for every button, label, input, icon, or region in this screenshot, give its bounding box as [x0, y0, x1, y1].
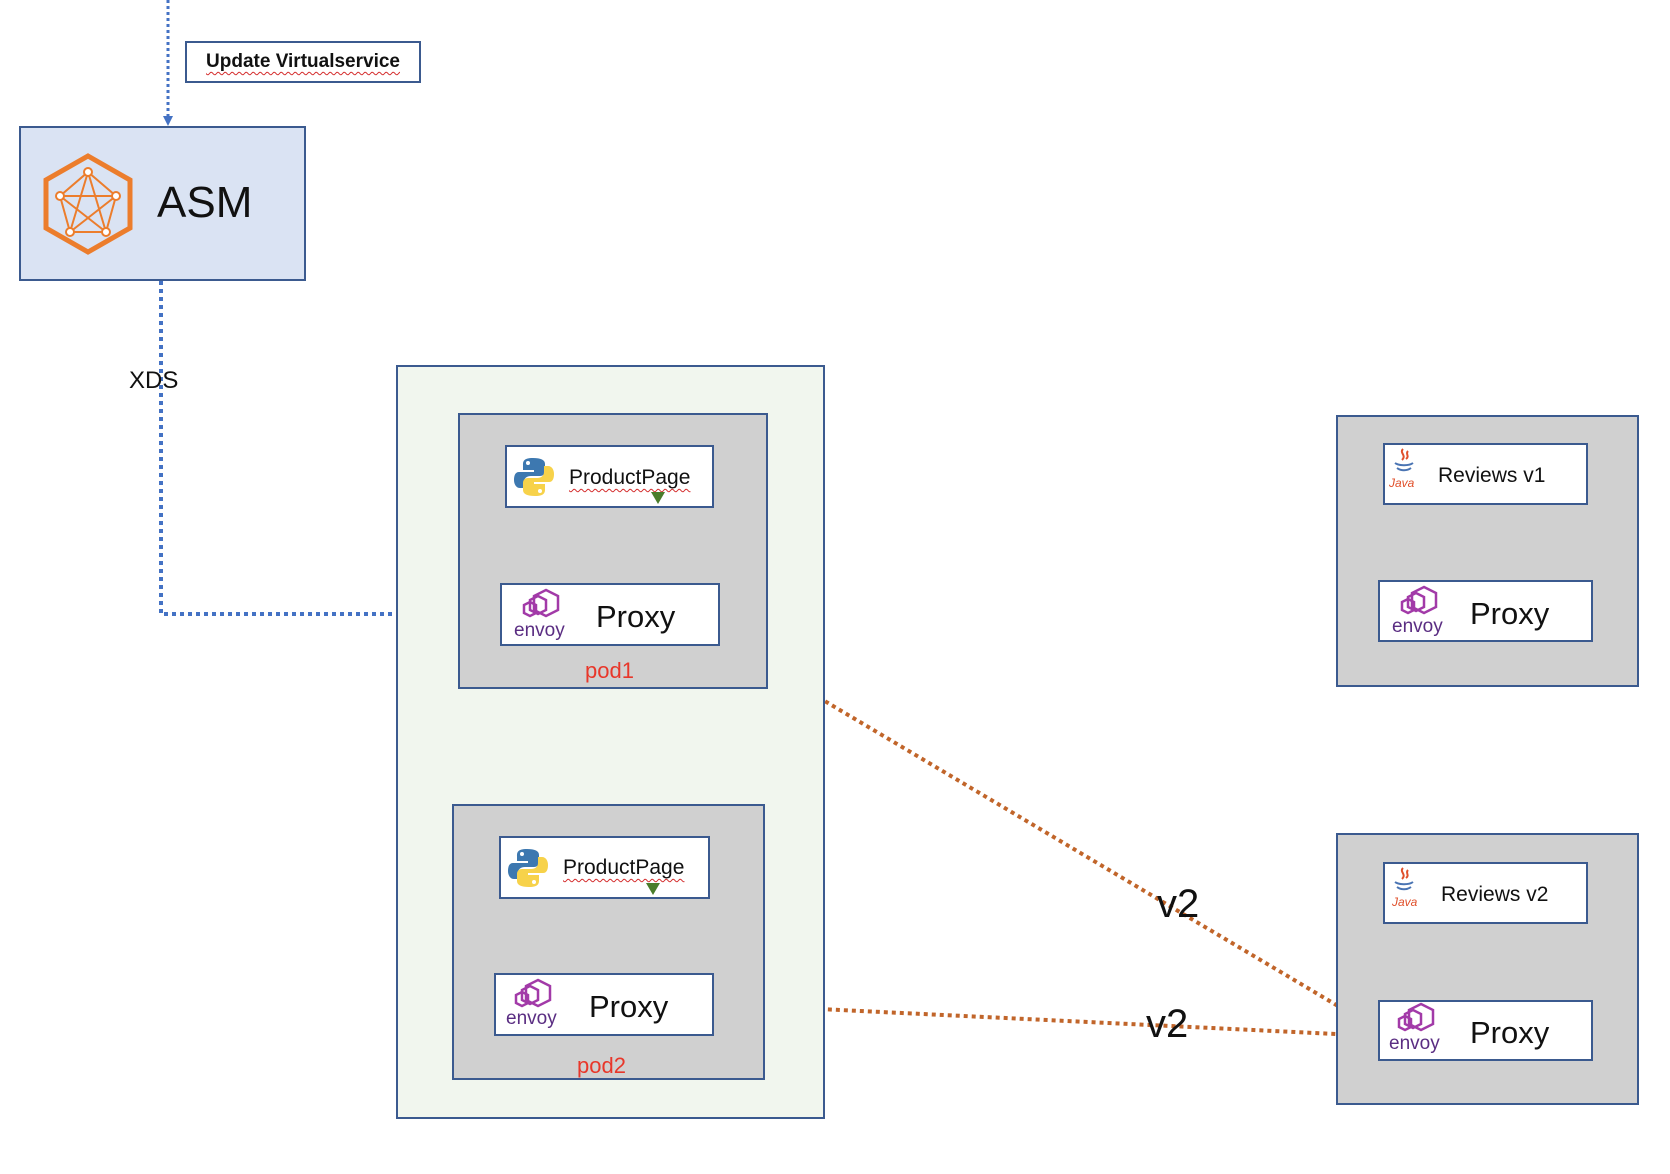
envoy-icon	[1400, 585, 1438, 615]
pod1-productpage-box	[505, 445, 714, 508]
java-icon	[1394, 867, 1414, 891]
reviews-v2-label: Reviews v2	[1441, 883, 1549, 906]
service-mesh-hexagon-icon	[43, 153, 133, 255]
pod1-proxy-label: Proxy	[596, 599, 676, 634]
route-pod2-to-reviews-v2	[715, 1002, 1379, 1044]
reviews-v1-java-text: Java	[1389, 476, 1415, 490]
reviews-v1-envoy-label: envoy	[1392, 616, 1443, 637]
reviews-v2-proxy-label: Proxy	[1470, 1015, 1550, 1050]
pod2-envoy-label: envoy	[506, 1008, 557, 1029]
envoy-icon	[522, 588, 560, 618]
route-pod1-to-reviews-v2	[720, 638, 1377, 1030]
pod2-app-label: ProductPage	[563, 856, 685, 879]
pod1-envoy-label: envoy	[514, 620, 565, 641]
reviews-v2-envoy-label: envoy	[1389, 1033, 1440, 1054]
xds-label: XDS	[129, 367, 179, 394]
python-icon	[508, 849, 548, 887]
asm-label: ASM	[157, 178, 253, 227]
route-v2-label-upper: v2	[1157, 882, 1200, 926]
reviews-v1-app-box	[1383, 443, 1588, 505]
pod2-proxy-label: Proxy	[589, 989, 669, 1024]
reviews-v2-app-box	[1383, 862, 1588, 924]
pod2-label: pod2	[577, 1053, 626, 1078]
pod1-app-label: ProductPage	[569, 466, 691, 489]
update-virtualservice-label: Update Virtualservice	[185, 41, 421, 83]
reviews-v2-java-text: Java	[1392, 895, 1418, 909]
green-triangle-icon	[651, 492, 665, 504]
route-v2-label-lower: v2	[1146, 1002, 1189, 1046]
envoy-icon	[514, 978, 552, 1008]
pod2-productpage-box	[499, 836, 710, 899]
pod1-label: pod1	[585, 658, 634, 683]
reviews-v1-proxy-label: Proxy	[1470, 596, 1550, 631]
reviews-v1-label: Reviews v1	[1438, 464, 1546, 487]
asm-box	[19, 126, 306, 281]
python-icon	[514, 458, 554, 496]
java-icon	[1394, 448, 1414, 472]
green-triangle-icon	[646, 883, 660, 895]
envoy-icon	[1397, 1002, 1435, 1032]
